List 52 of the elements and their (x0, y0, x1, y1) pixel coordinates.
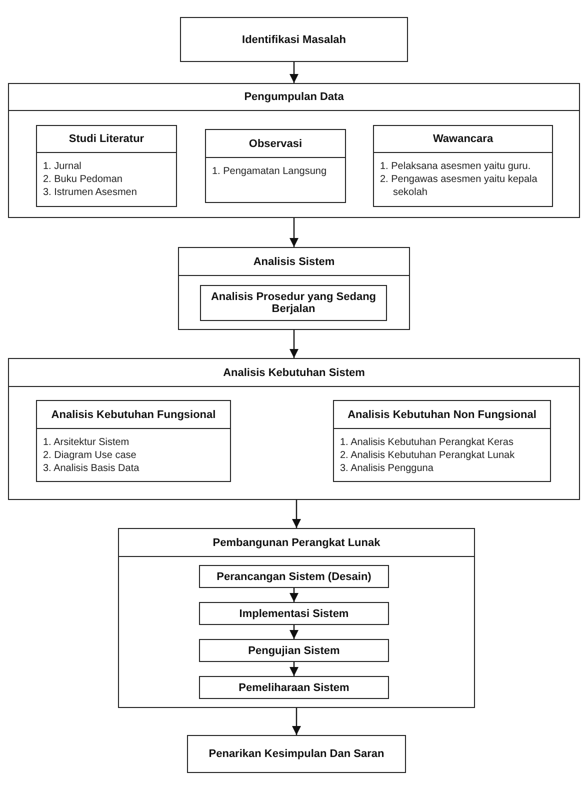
box-heading: Analisis Kebutuhan Sistem (223, 366, 365, 378)
box-heading: Pembangunan Perangkat Lunak (212, 536, 380, 548)
box-heading: Analisis Kebutuhan Fungsional (51, 408, 216, 420)
sub-process-box (205, 129, 346, 203)
process-group-box (118, 528, 475, 708)
arrow (292, 708, 301, 735)
arrow (290, 588, 298, 602)
step-box (200, 285, 387, 321)
arrow (290, 330, 298, 358)
list-item: 2. Pengawas asesmen yaitu kepala sekolah (380, 173, 538, 199)
sub-process-box (373, 125, 553, 207)
process-group-box (8, 83, 580, 218)
arrow (290, 218, 298, 247)
step-box (199, 639, 389, 662)
list-item: 1. Analisis Kebutuhan Perangkat Keras (340, 436, 514, 449)
box-label: Analisis Prosedur yang Sedang Berjalan (210, 291, 378, 315)
list-item: 3. Analisis Basis Data (43, 462, 140, 475)
box-heading: Analisis Sistem (253, 256, 335, 268)
list-item: 1. Jurnal (43, 160, 82, 173)
arrow (292, 500, 301, 528)
box-heading: Pengumpulan Data (244, 91, 344, 103)
box-label: Identifikasi Masalah (242, 34, 346, 46)
list-item: 1. Pelaksana asesmen yaitu guru. (380, 160, 532, 173)
arrow (290, 662, 298, 676)
step-box (199, 602, 389, 625)
arrow (290, 625, 298, 639)
arrow (290, 62, 298, 83)
box-heading: Wawancara (432, 133, 494, 145)
step-box (199, 676, 389, 699)
box-heading: Analisis Kebutuhan Non Fungsional (348, 408, 536, 420)
process-box (187, 735, 406, 773)
box-label: Pemeliharaan Sistem (238, 682, 350, 694)
box-heading: Studi Literatur (68, 133, 144, 145)
list-item: 3. Analisis Pengguna (340, 462, 434, 475)
box-label: Pengujian Sistem (248, 644, 340, 656)
box-label: Implementasi Sistem (239, 608, 349, 620)
sub-process-box (333, 400, 551, 482)
list-item: 2. Analisis Kebutuhan Perangkat Lunak (340, 449, 516, 462)
list-item: 2. Buku Pedoman (43, 173, 124, 186)
sub-process-box (36, 400, 231, 482)
box-heading: Observasi (248, 138, 302, 150)
process-group-box (178, 247, 410, 330)
list-item: 1. Arsitektur Sistem (43, 436, 130, 449)
step-box (199, 565, 389, 588)
box-label: Penarikan Kesimpulan Dan Saran (208, 748, 384, 760)
list-item: 3. Istrumen Asesmen (43, 186, 138, 199)
list-item: 1. Pengamatan Langsung (212, 165, 328, 178)
list-item: 2. Diagram Use case (43, 449, 138, 462)
box-label: Perancangan Sistem (Desain) (216, 570, 372, 582)
process-box (180, 17, 408, 62)
sub-process-box (36, 125, 177, 207)
process-group-box (8, 358, 580, 500)
